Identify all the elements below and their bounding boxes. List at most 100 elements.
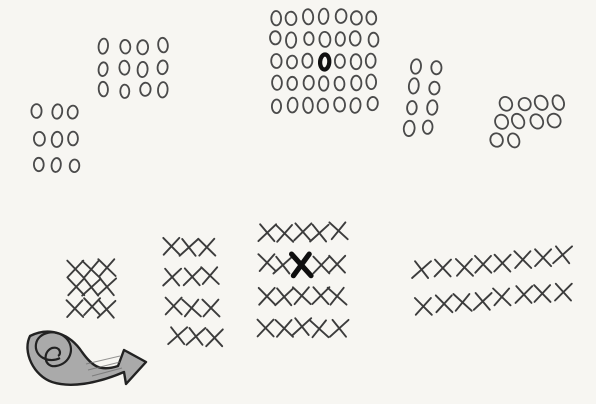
circle-group	[488, 93, 566, 149]
cross-mark	[294, 223, 311, 240]
circle-group	[270, 8, 379, 113]
circle-mark	[350, 31, 361, 45]
cross-mark	[313, 257, 329, 274]
circle-mark	[34, 132, 46, 146]
cross-groups-row	[67, 222, 573, 346]
cross-mark	[258, 224, 276, 241]
cross-mark	[553, 246, 572, 263]
circle-mark	[67, 105, 78, 119]
cross-mark	[312, 287, 329, 304]
cross-mark	[453, 294, 471, 311]
circle-mark	[272, 75, 282, 90]
circle-mark	[286, 55, 297, 69]
cross-mark	[259, 288, 276, 305]
cross-mark	[330, 320, 349, 337]
circle-mark	[120, 40, 131, 54]
circle-mark	[270, 31, 281, 45]
circle-mark	[532, 93, 550, 112]
circle-mark	[488, 131, 504, 148]
cross-mark	[98, 259, 115, 276]
cross-mark	[516, 286, 533, 303]
cross-mark	[201, 267, 219, 284]
circle-mark	[119, 60, 130, 75]
circle-group	[98, 37, 169, 98]
circle-mark	[34, 158, 44, 172]
circle-mark	[285, 11, 297, 25]
cross-mark	[310, 225, 329, 242]
circle-mark	[369, 33, 379, 47]
circle-mark	[157, 37, 168, 53]
circle-mark	[497, 95, 514, 113]
circle-mark	[69, 159, 79, 172]
cross-mark	[98, 301, 116, 318]
circle-mark	[137, 40, 148, 55]
circle-group	[403, 59, 442, 137]
circle-mark	[303, 76, 314, 90]
cross-mark	[412, 261, 431, 278]
cross-mark	[273, 257, 292, 274]
circle-mark	[304, 32, 313, 45]
circle-mark	[335, 32, 345, 46]
cross-group	[412, 246, 572, 314]
circle-mark	[350, 54, 361, 69]
cross-mark	[184, 268, 201, 285]
cross-mark	[329, 256, 345, 273]
circle-group	[31, 104, 79, 173]
circle-mark	[429, 81, 440, 95]
circle-mark	[271, 11, 281, 26]
circle-mark	[98, 38, 109, 54]
circle-mark	[157, 60, 169, 75]
cross-mark	[180, 239, 199, 256]
cross-group	[163, 238, 223, 346]
circle-mark	[272, 99, 282, 113]
cross-mark	[436, 295, 453, 312]
cross-mark	[182, 300, 201, 317]
cross-mark	[206, 329, 223, 346]
circle-mark	[287, 77, 297, 91]
cross-mark	[415, 298, 432, 315]
cross-mark	[293, 287, 311, 304]
circle-mark	[68, 132, 78, 146]
cross-mark	[98, 278, 116, 295]
circle-mark	[31, 104, 41, 118]
circle-mark	[137, 62, 148, 78]
circle-mark	[319, 32, 331, 48]
cross-mark	[514, 251, 531, 268]
highlighted-circle-mark	[320, 54, 330, 70]
cross-mark	[67, 300, 84, 317]
cross-mark	[168, 327, 187, 344]
circle-mark	[403, 120, 415, 136]
circle-mark	[410, 59, 422, 75]
cross-mark	[310, 320, 329, 337]
circle-mark	[509, 112, 526, 131]
circle-mark	[51, 157, 62, 172]
cross-mark	[494, 255, 510, 272]
circle-mark	[408, 78, 420, 94]
circle-mark	[426, 100, 438, 116]
cross-mark	[276, 225, 293, 242]
cross-mark	[329, 222, 347, 239]
cross-mark	[258, 254, 275, 271]
circle-mark	[271, 54, 282, 68]
circle-mark	[431, 61, 441, 74]
circle-mark	[506, 132, 521, 149]
cross-mark	[435, 260, 451, 277]
circle-mark	[366, 74, 376, 89]
circle-mark	[333, 97, 346, 112]
cross-mark	[84, 298, 100, 315]
circle-mark	[545, 111, 563, 129]
cross-mark	[202, 300, 219, 317]
cross-mark	[187, 328, 206, 345]
circle-mark	[317, 98, 328, 113]
circle-groups-row	[31, 8, 566, 172]
cross-mark	[163, 238, 179, 255]
circle-mark	[493, 113, 510, 131]
cross-mark	[275, 288, 293, 305]
circle-mark	[51, 131, 63, 147]
circle-mark	[52, 104, 64, 120]
circle-mark	[318, 8, 329, 24]
spiral-arrow-icon	[27, 332, 146, 385]
circle-mark	[335, 9, 347, 24]
